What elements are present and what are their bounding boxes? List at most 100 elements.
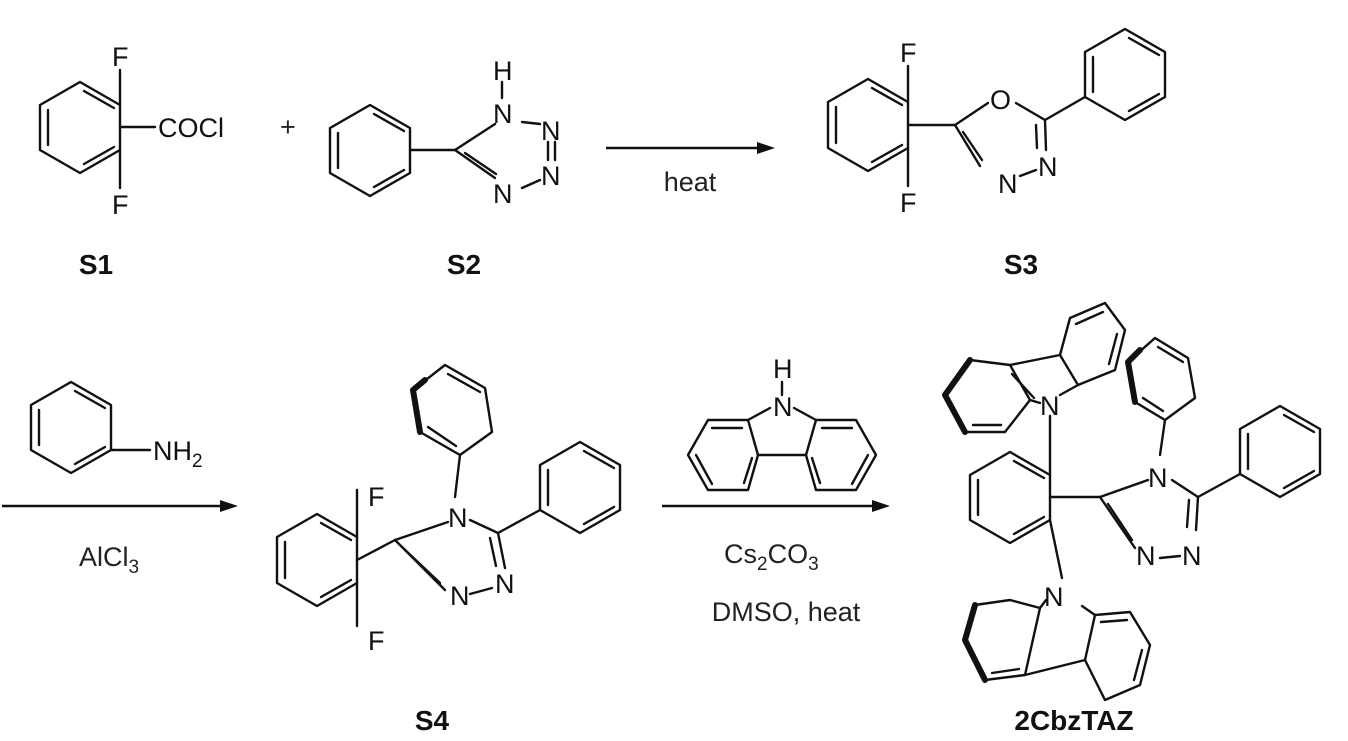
s1-double-bond — [82, 89, 116, 110]
s2-double-bond — [372, 168, 406, 189]
compound-s2: H N N N N S2 — [328, 56, 561, 280]
s4-double-bond — [319, 578, 353, 599]
compound-s3: F F O N N S3 — [826, 27, 1167, 280]
product-n-n-bond — [1158, 554, 1182, 560]
s1-double-bond — [82, 145, 116, 166]
s3-double-bond — [870, 143, 904, 164]
compound-s4: F F N N N S4 — [275, 363, 622, 736]
carbazole-double-bond — [810, 456, 822, 485]
s3-oxygen: O — [990, 85, 1011, 115]
s2-label: S2 — [447, 249, 481, 280]
s3-nitrogen-2: N — [998, 169, 1018, 199]
product-double-bond — [1074, 310, 1105, 326]
s2-n-n-bond — [520, 120, 542, 126]
product-bottom-carbazole-wedge — [962, 602, 988, 683]
s1-benzene-ring — [38, 80, 122, 175]
s4-double-bond — [426, 425, 458, 448]
s3-ring-bond — [953, 101, 990, 127]
s4-c-c-bond — [355, 538, 397, 562]
product-double-bond — [1132, 648, 1144, 682]
product-double-bond — [1099, 618, 1129, 624]
carbazole-double-bond — [850, 453, 870, 486]
s1-fluorine-top: F — [112, 42, 129, 72]
product-n-phenyl-wedge — [1125, 347, 1143, 405]
product-triazole-nitrogen-4: N — [1148, 463, 1168, 493]
s2-n-n-bond — [520, 178, 542, 190]
product-c-c-bond — [1196, 472, 1242, 499]
product-triazole-nitrogen-2: N — [1136, 541, 1156, 571]
product-top-carbazole-c-c — [1008, 353, 1062, 367]
s2-nitrogen-1: N — [493, 99, 513, 129]
product-triazole-bond — [1194, 495, 1200, 532]
s2-phenyl-ring — [328, 103, 412, 198]
s4-label: S4 — [415, 705, 450, 736]
carbazole-c-n-bond — [792, 406, 818, 422]
s2-hydrogen: H — [493, 56, 513, 86]
aniline-double-bond — [73, 389, 107, 410]
reaction-arrow-1: heat — [606, 142, 775, 197]
arrow-2-reagent: AlCl3 — [79, 542, 139, 578]
product-bottom-carbazole-c-n — [1080, 604, 1097, 617]
s4-ring-bond — [468, 518, 500, 535]
s4-difluorophenyl-ring — [275, 512, 359, 608]
s3-ring-bond — [1014, 101, 1047, 122]
s4-nitrogen-2: N — [450, 581, 470, 611]
reaction-arrow-3: Cs2CO3 DMSO, heat — [662, 500, 890, 627]
s3-ring-bond — [953, 123, 982, 168]
s4-n-n-bond — [468, 586, 494, 596]
product-double-bond — [1107, 332, 1119, 366]
s4-n-phenyl-bond — [453, 453, 462, 499]
product-label: 2CbzTAZ — [1014, 705, 1133, 736]
s2-double-bond — [372, 112, 406, 133]
product-double-bond — [1106, 502, 1134, 542]
carbazole-double-bond — [742, 456, 754, 485]
carbazole-double-bond — [694, 453, 714, 486]
product-c-n-bond — [1048, 518, 1064, 580]
product-triazole-bond — [1098, 495, 1137, 550]
s4-double-bond — [582, 449, 616, 470]
s4-c-c-bond — [496, 508, 542, 535]
product-triazole-bond — [1098, 478, 1150, 499]
product-n-phenyl-bond — [1158, 418, 1167, 457]
carbazole-c-n-bond — [746, 406, 772, 422]
s4-ring-bond — [496, 531, 507, 570]
aniline-nh2-group: NH2 — [153, 436, 203, 472]
product-carbazole-nitrogen-top: N — [1040, 391, 1060, 421]
carbazole-left-ring — [686, 418, 760, 492]
reagent-aniline: NH2 — [29, 380, 203, 475]
s4-double-bond — [446, 372, 482, 394]
s4-phenyl-ring — [538, 440, 622, 535]
s2-nitrogen-3: N — [541, 161, 561, 191]
s3-double-bond — [1127, 92, 1161, 113]
product-double-bond — [1012, 459, 1046, 480]
reaction-arrow-2: AlCl3 — [2, 500, 238, 578]
product-triazole-bond — [1170, 478, 1200, 499]
product-double-bond — [1185, 498, 1191, 529]
s3-difluorophenyl-ring — [826, 77, 910, 173]
s2-ring-bond — [453, 122, 497, 152]
s4-nitrogen-1: N — [495, 569, 515, 599]
s3-double-bond — [1034, 123, 1039, 150]
s4-nitrogen-4: N — [448, 503, 468, 533]
s2-double-bond — [463, 151, 498, 176]
s4-double-bond — [488, 536, 498, 568]
s4-double-bond — [582, 505, 616, 526]
s2-ring-bond — [453, 148, 497, 180]
product-double-bond — [1282, 469, 1316, 490]
s3-fluorine-bottom: F — [900, 188, 917, 218]
s3-double-bond — [1127, 36, 1161, 57]
arrow-1-head — [757, 142, 775, 154]
product-double-bond — [1156, 345, 1185, 364]
s2-nitrogen-2: N — [541, 116, 561, 146]
aniline-benzene-ring — [29, 380, 113, 475]
s3-double-bond — [870, 86, 904, 107]
product-phenyl-ring — [1238, 404, 1322, 499]
product-triazole-nitrogen-1: N — [1182, 541, 1202, 571]
s1-fluorine-bottom: F — [112, 190, 129, 220]
aniline-double-bond — [73, 445, 107, 466]
arrow-2-head — [220, 500, 238, 512]
product-top-carbazole-wedge — [942, 357, 973, 435]
product-double-bond — [1141, 396, 1165, 413]
reagent-carbazole: H N — [686, 354, 878, 492]
